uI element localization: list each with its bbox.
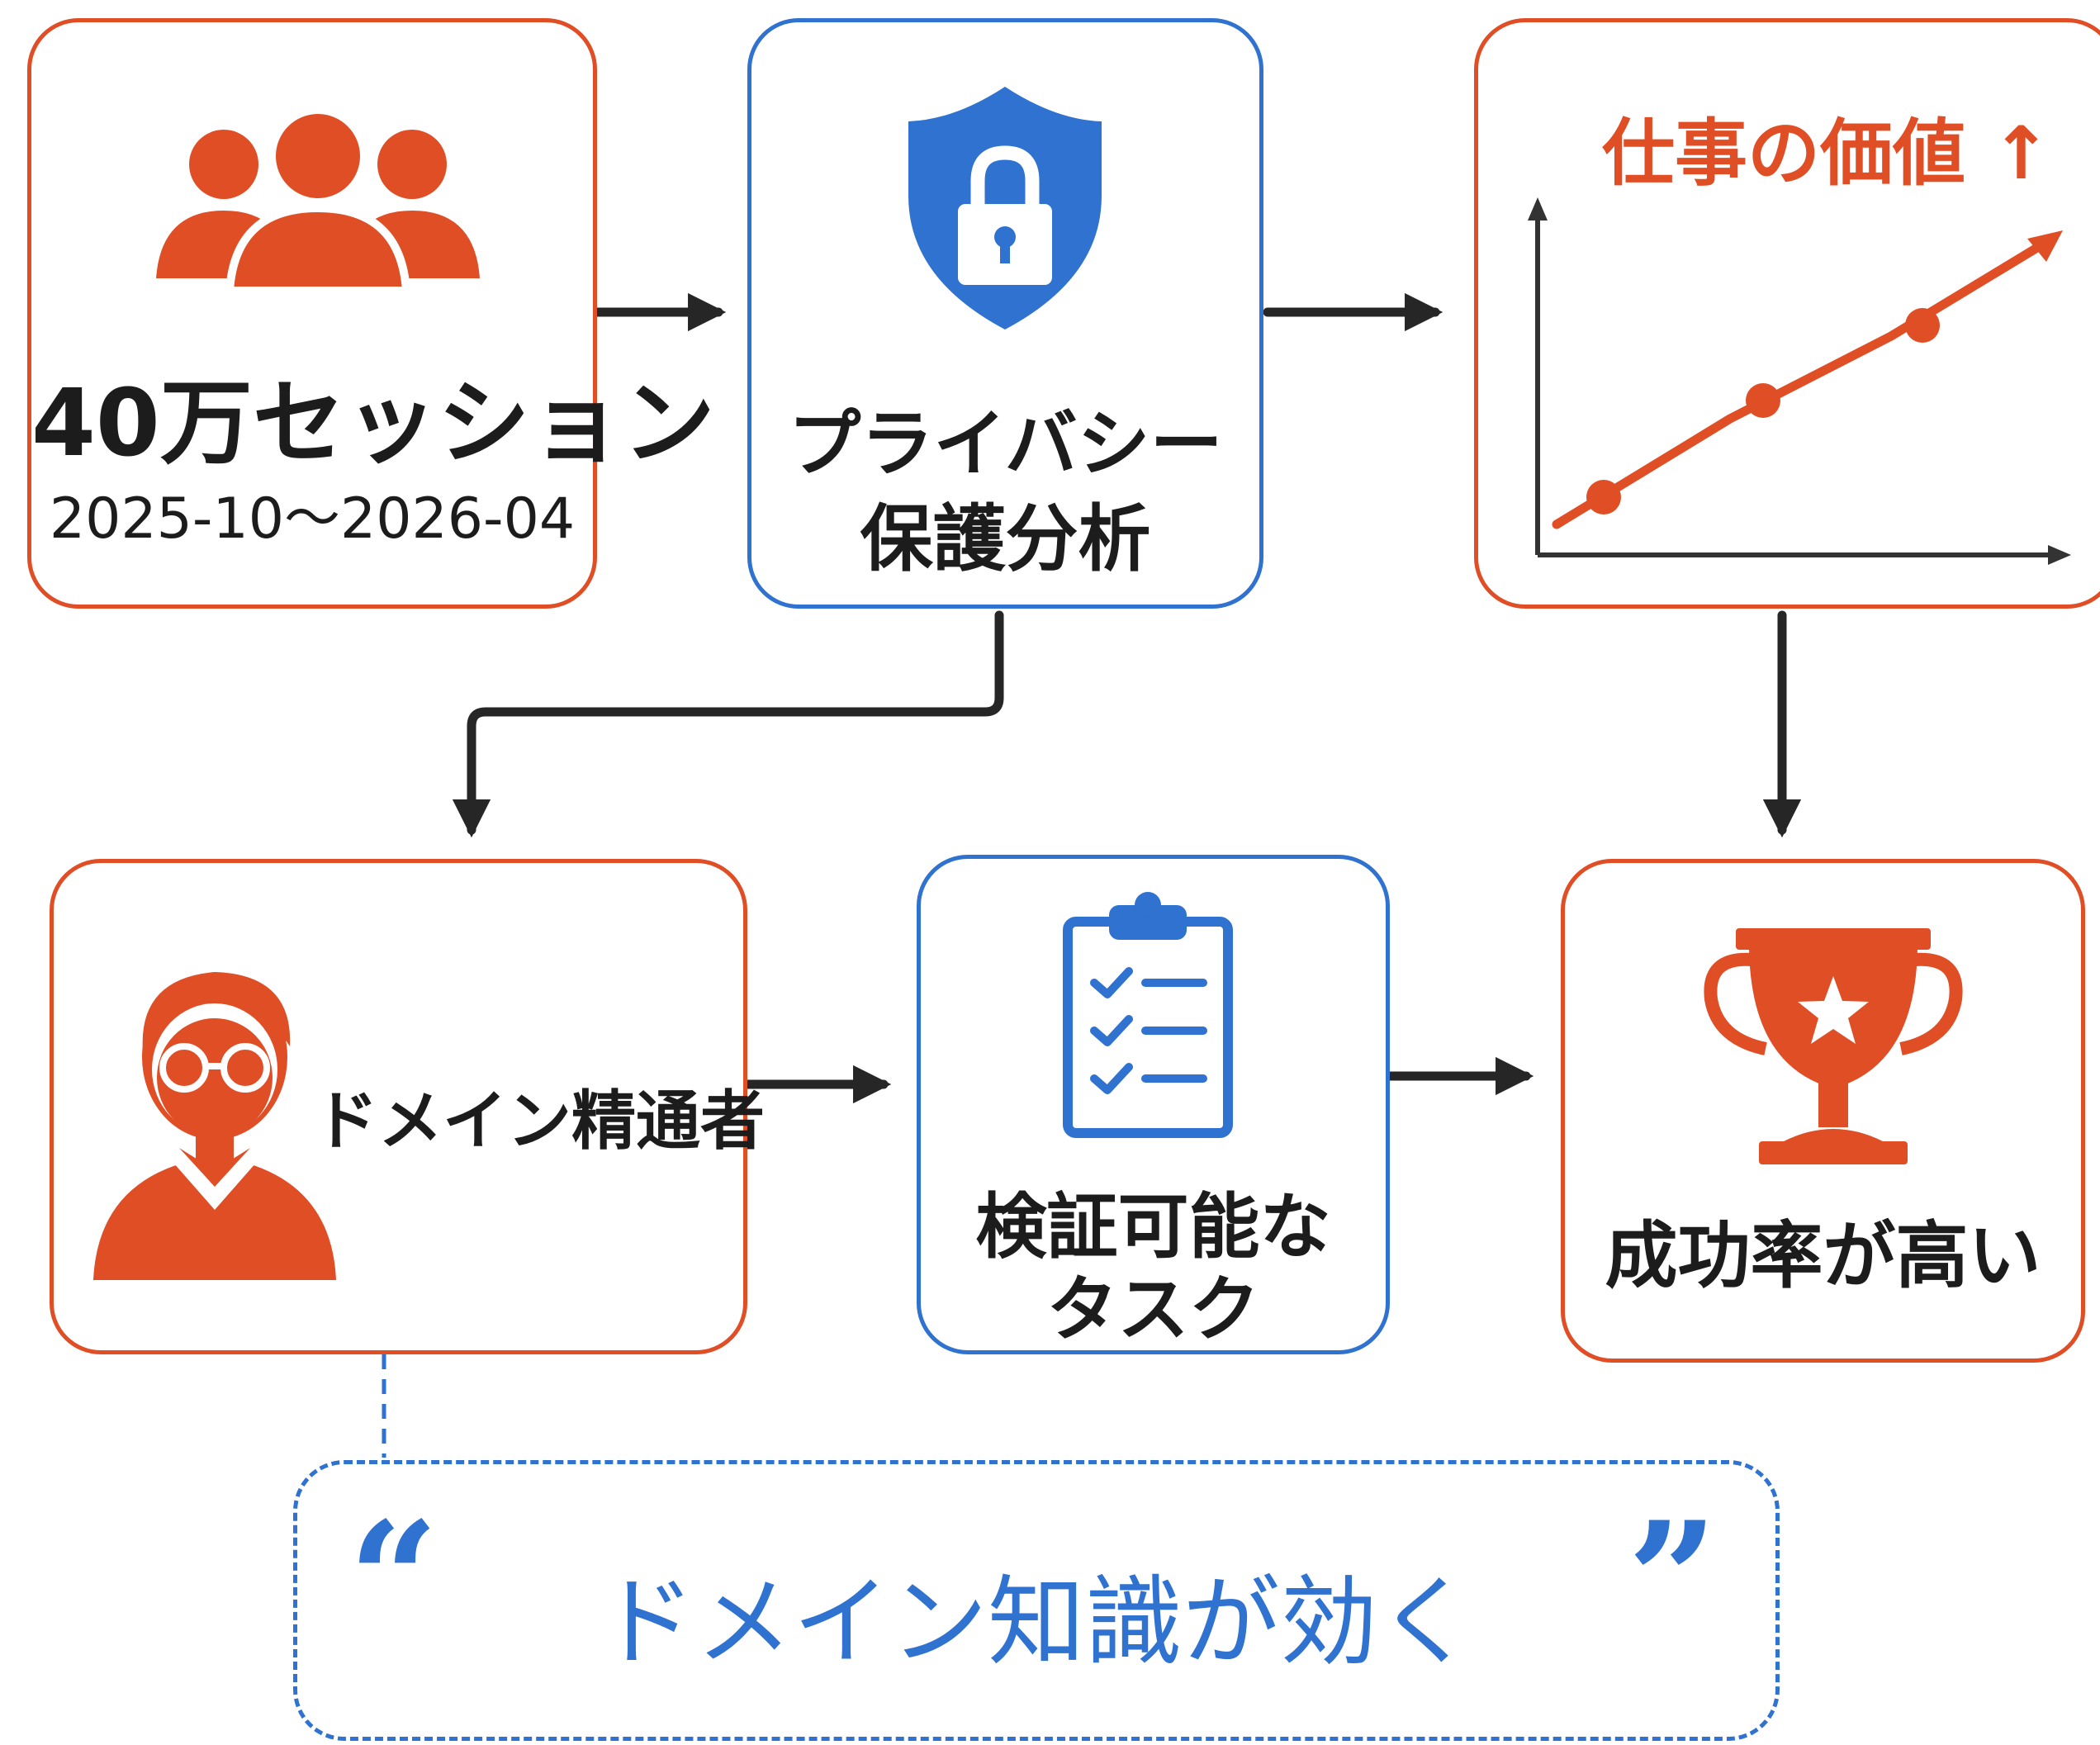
verifiable-tasks-line1: 検証可能な [975,1186,1331,1268]
session-period: 2025-10～2026-04 [49,486,576,552]
quote-box: “ ドメイン知識が効く ” [293,1460,1780,1741]
person-with-glasses-icon [93,972,336,1280]
session-count: 40万セッション [31,370,715,477]
arrow-privacy-to-expert [452,610,1004,838]
high-success-label: 成功率が高い [1605,1213,2041,1298]
privacy-label-line2: 保護分析 [860,496,1151,581]
privacy-analysis-box: プライバシー 保護分析 [747,18,1263,609]
work-value-box: 仕事の価値 ↑ [1474,18,2100,609]
high-success-box: 成功率が高い [1561,859,2085,1363]
work-value-title: 仕事の価値 ↑ [1602,111,2052,196]
people-group-icon [156,106,480,295]
shield-lock-icon [908,87,1102,330]
domain-expert-box: ドメイン精通者 [50,859,765,1354]
verifiable-tasks-line2: タスク [1046,1268,1260,1351]
privacy-label-line1: プライバシー [788,401,1223,486]
quote-open-mark: “ [348,1487,439,1672]
trophy-star-icon [1704,928,1963,1164]
verifiable-tasks-box: 検証可能な タスク [917,855,1390,1354]
domain-expert-label: ドメイン精通者 [314,1084,766,1159]
checklist-clipboard-icon [1063,892,1233,1138]
sessions-box: 40万セッション 2025-10～2026-04 [27,18,715,609]
rising-line-chart-icon [1528,197,2071,565]
quote-text: ドメイン知識が効く [597,1565,1475,1679]
quote-close-mark: ” [1627,1487,1718,1672]
